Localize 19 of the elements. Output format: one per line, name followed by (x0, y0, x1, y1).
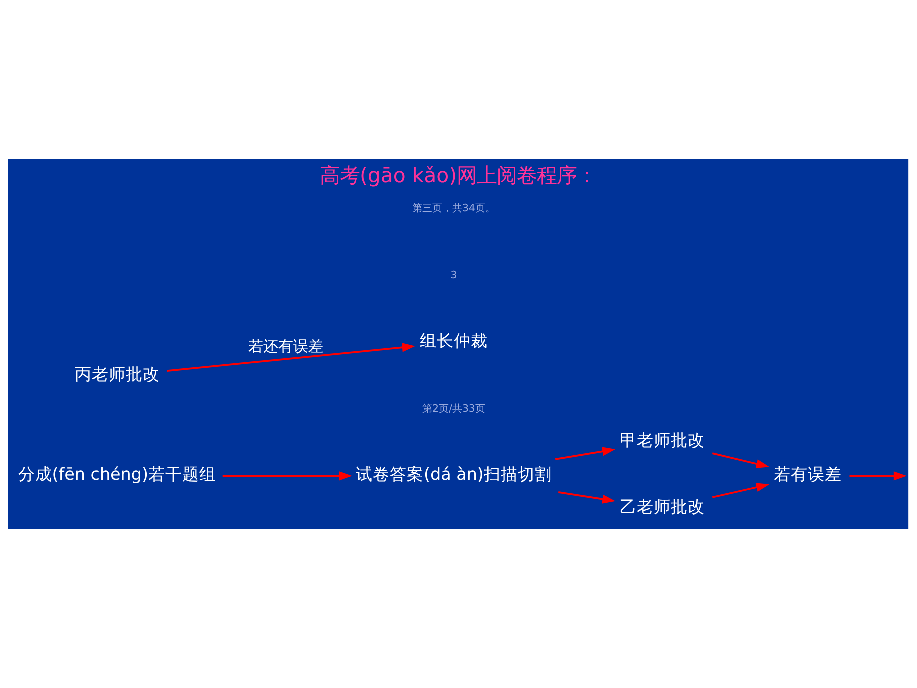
diagram-title: 高考(gāo kǎo)网上阅卷程序： (320, 164, 598, 188)
node-text: 丙老师批改 (74, 365, 160, 384)
arrow (555, 447, 616, 460)
node-text: 若有误差 (774, 465, 842, 484)
label: 第2页/共33页 (422, 404, 486, 415)
arrow (558, 492, 616, 504)
node-text: 分成(fēn chéng)若干题组 (18, 465, 216, 484)
arrow (850, 472, 907, 481)
node-text: 试卷答案(dá àn)扫描切割 (356, 465, 552, 484)
arrow (712, 452, 770, 469)
arrow (222, 472, 352, 481)
node-text: 甲老师批改 (620, 430, 706, 450)
label: 第三页，共34页。 (412, 204, 496, 215)
arrow (712, 483, 770, 498)
node-text: 组长仲裁 (420, 332, 488, 351)
edge-label: 若还有误差 (248, 338, 324, 356)
label: 3 (450, 270, 458, 282)
arrow (167, 343, 416, 372)
node-text: 乙老师批改 (620, 498, 706, 517)
